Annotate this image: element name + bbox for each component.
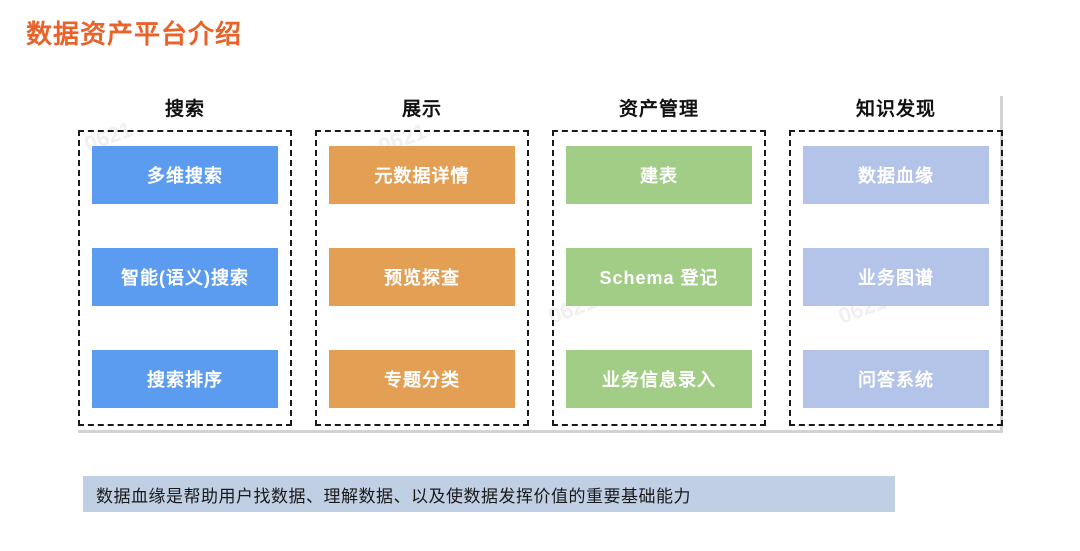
node-box[interactable]: 多维搜索 bbox=[92, 146, 278, 204]
column-group-search: 多维搜索 智能(语义)搜索 搜索排序 bbox=[78, 130, 292, 426]
node-box[interactable]: 问答系统 bbox=[803, 350, 989, 408]
column-group-knowledge-discovery: 数据血缘 业务图谱 问答系统 bbox=[789, 130, 1003, 426]
diagram-column-asset-management: 资产管理 建表 Schema 登记 业务信息录入 bbox=[552, 96, 766, 426]
node-box[interactable]: 数据血缘 bbox=[803, 146, 989, 204]
column-header-search: 搜索 bbox=[164, 99, 205, 120]
diagram-column-search: 搜索 多维搜索 智能(语义)搜索 搜索排序 bbox=[78, 96, 292, 426]
node-box[interactable]: Schema 登记 bbox=[566, 248, 752, 306]
column-group-display: 元数据详情 预览探查 专题分类 bbox=[315, 130, 529, 426]
node-box[interactable]: 元数据详情 bbox=[329, 146, 515, 204]
column-header-display: 展示 bbox=[401, 99, 442, 120]
node-box[interactable]: 业务信息录入 bbox=[566, 350, 752, 408]
page-title: 数据资产平台介绍 bbox=[26, 19, 243, 49]
node-box[interactable]: 专题分类 bbox=[329, 350, 515, 408]
node-box[interactable]: 搜索排序 bbox=[92, 350, 278, 408]
diagram-column-knowledge-discovery: 知识发现 数据血缘 业务图谱 问答系统 bbox=[789, 96, 1003, 426]
column-header-knowledge-discovery: 知识发现 bbox=[855, 99, 936, 120]
node-box[interactable]: 建表 bbox=[566, 146, 752, 204]
node-box[interactable]: 业务图谱 bbox=[803, 248, 989, 306]
capability-diagram-panel: 0621 0621 0621 0621 搜索 多维搜索 智能(语义)搜索 搜索排… bbox=[78, 96, 1003, 433]
column-group-asset-management: 建表 Schema 登记 业务信息录入 bbox=[552, 130, 766, 426]
caption-banner: 数据血缘是帮助用户找数据、理解数据、以及使数据发挥价值的重要基础能力 bbox=[83, 476, 895, 512]
caption-text: 数据血缘是帮助用户找数据、理解数据、以及使数据发挥价值的重要基础能力 bbox=[96, 486, 691, 506]
diagram-columns: 搜索 多维搜索 智能(语义)搜索 搜索排序 展示 元数据详情 预览探查 专题分类… bbox=[78, 96, 1003, 426]
node-box[interactable]: 智能(语义)搜索 bbox=[92, 248, 278, 306]
diagram-column-display: 展示 元数据详情 预览探查 专题分类 bbox=[315, 96, 529, 426]
column-header-asset-management: 资产管理 bbox=[618, 99, 699, 120]
node-box[interactable]: 预览探查 bbox=[329, 248, 515, 306]
